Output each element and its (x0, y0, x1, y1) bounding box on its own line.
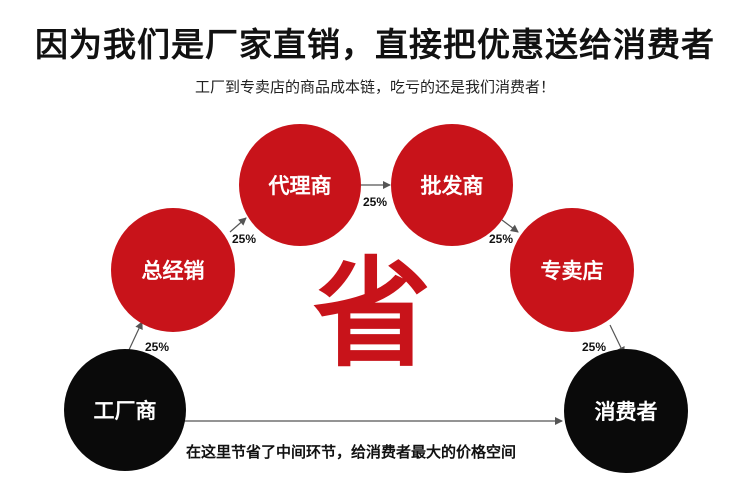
node-consumer: 消费者 (564, 349, 688, 473)
markup-agent-to-wholesaler: 25% (363, 195, 388, 209)
save-character: 省 (312, 245, 431, 383)
savings-caption: 在这里节省了中间环节，给消费者最大的价格空间 (186, 443, 517, 461)
arrow-factory-to-distributor (127, 321, 143, 353)
node-wholesaler-label: 批发商 (420, 174, 484, 198)
markup-factory-to-distributor: 25% (145, 340, 170, 354)
page-title: 因为我们是厂家直销，直接把优惠送给消费者 (35, 25, 715, 64)
page-subtitle: 工厂到专卖店的商品成本链，吃亏的还是我们消费者！ (194, 78, 555, 96)
node-wholesaler: 批发商 (391, 124, 513, 246)
node-store-label: 专卖店 (540, 259, 604, 283)
node-agent-label: 代理商 (268, 174, 332, 198)
markup-wholesaler-to-store: 25% (489, 232, 514, 246)
node-factory: 工厂商 (64, 349, 186, 471)
arrow-wholesaler-to-store (501, 219, 519, 233)
arrow-distributor-to-agent (229, 217, 247, 233)
node-consumer-label: 消费者 (594, 400, 658, 424)
markup-store-to-consumer: 25% (582, 340, 607, 354)
node-distributor-label: 总经销 (141, 259, 205, 283)
node-distributor: 总经销 (111, 208, 235, 332)
node-store: 专卖店 (510, 208, 634, 332)
node-agent: 代理商 (239, 124, 361, 246)
markup-distributor-to-agent: 25% (232, 232, 257, 246)
node-factory-label: 工厂商 (93, 399, 157, 423)
